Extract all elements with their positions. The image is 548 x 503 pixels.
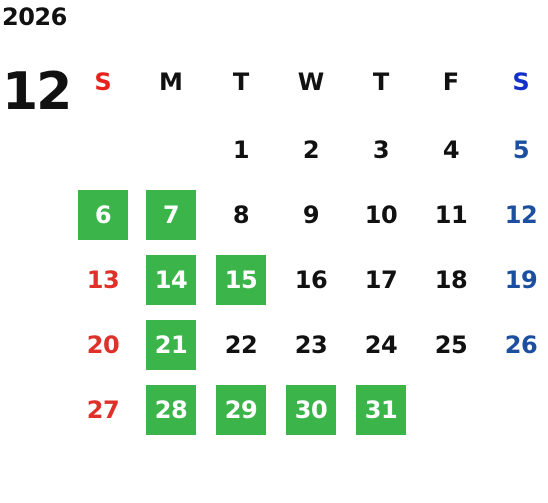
day-cell-21[interactable]: 21: [146, 320, 196, 370]
day-cell-20[interactable]: 20: [86, 331, 120, 359]
day-cell-9[interactable]: 9: [302, 201, 320, 229]
day-cell-29[interactable]: 29: [216, 385, 266, 435]
day-cell-17[interactable]: 17: [364, 266, 398, 294]
weekday-5: F: [442, 68, 460, 96]
day-cell-19[interactable]: 19: [504, 266, 538, 294]
day-cell-23[interactable]: 23: [294, 331, 328, 359]
day-cell-15[interactable]: 15: [216, 255, 266, 305]
day-cell-26[interactable]: 26: [504, 331, 538, 359]
day-cell-5[interactable]: 5: [512, 136, 530, 164]
year-label: 2026: [2, 3, 67, 31]
day-cell-27[interactable]: 27: [86, 396, 120, 424]
day-cell-16[interactable]: 16: [294, 266, 328, 294]
weekday-2: T: [232, 68, 250, 96]
weekday-4: T: [372, 68, 390, 96]
day-cell-4[interactable]: 4: [442, 136, 460, 164]
day-cell-12[interactable]: 12: [504, 201, 538, 229]
day-cell-7[interactable]: 7: [146, 190, 196, 240]
day-cell-6[interactable]: 6: [78, 190, 128, 240]
day-cell-2[interactable]: 2: [302, 136, 320, 164]
day-cell-11[interactable]: 11: [434, 201, 468, 229]
day-cell-24[interactable]: 24: [364, 331, 398, 359]
day-cell-13[interactable]: 13: [86, 266, 120, 294]
month-label: 12: [2, 62, 72, 122]
weekday-0: S: [94, 68, 112, 96]
day-cell-31[interactable]: 31: [356, 385, 406, 435]
weekday-1: M: [159, 68, 183, 96]
day-cell-28[interactable]: 28: [146, 385, 196, 435]
day-cell-30[interactable]: 30: [286, 385, 336, 435]
weekday-3: W: [297, 68, 325, 96]
day-cell-14[interactable]: 14: [146, 255, 196, 305]
weekday-6: S: [512, 68, 530, 96]
day-cell-22[interactable]: 22: [224, 331, 258, 359]
day-cell-1[interactable]: 1: [232, 136, 250, 164]
day-cell-8[interactable]: 8: [232, 201, 250, 229]
day-cell-3[interactable]: 3: [372, 136, 390, 164]
day-cell-18[interactable]: 18: [434, 266, 468, 294]
day-cell-25[interactable]: 25: [434, 331, 468, 359]
day-cell-10[interactable]: 10: [364, 201, 398, 229]
